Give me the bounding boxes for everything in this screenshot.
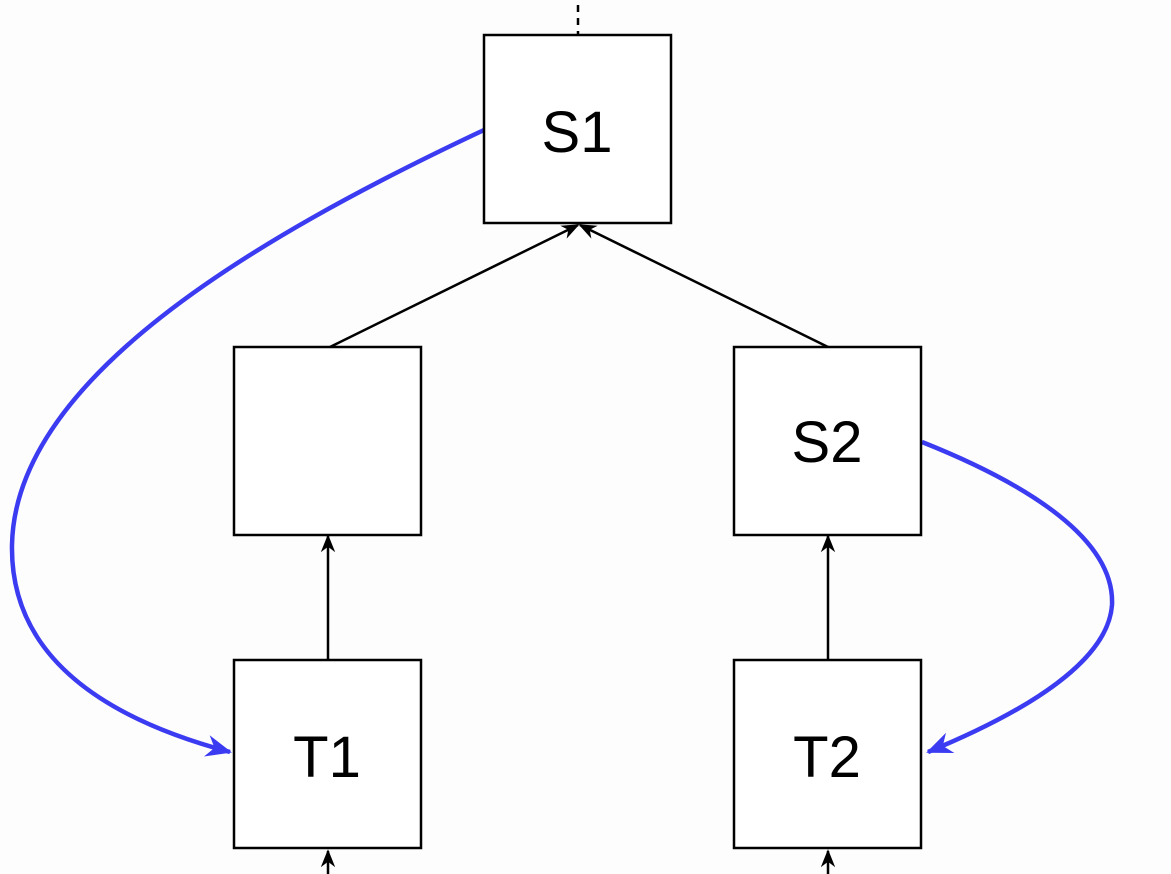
- node-s1: S1: [482, 33, 673, 225]
- node-left-middle: [232, 345, 423, 537]
- edge-left-middle-to-s1: [329, 223, 580, 349]
- node-t2-label: T2: [793, 725, 861, 790]
- node-s1-label: S1: [542, 100, 613, 165]
- node-t1-label: T1: [293, 725, 361, 790]
- node-t1: T1: [232, 658, 423, 850]
- edge-s1-to-t1-curved: [9, 127, 485, 757]
- edge-s2-to-t2-curved: [921, 439, 1115, 755]
- node-s2-label: S2: [792, 410, 863, 475]
- node-t2: T2: [732, 658, 923, 850]
- node-s2: S2: [732, 345, 923, 537]
- edge-s2-to-s1: [578, 223, 829, 349]
